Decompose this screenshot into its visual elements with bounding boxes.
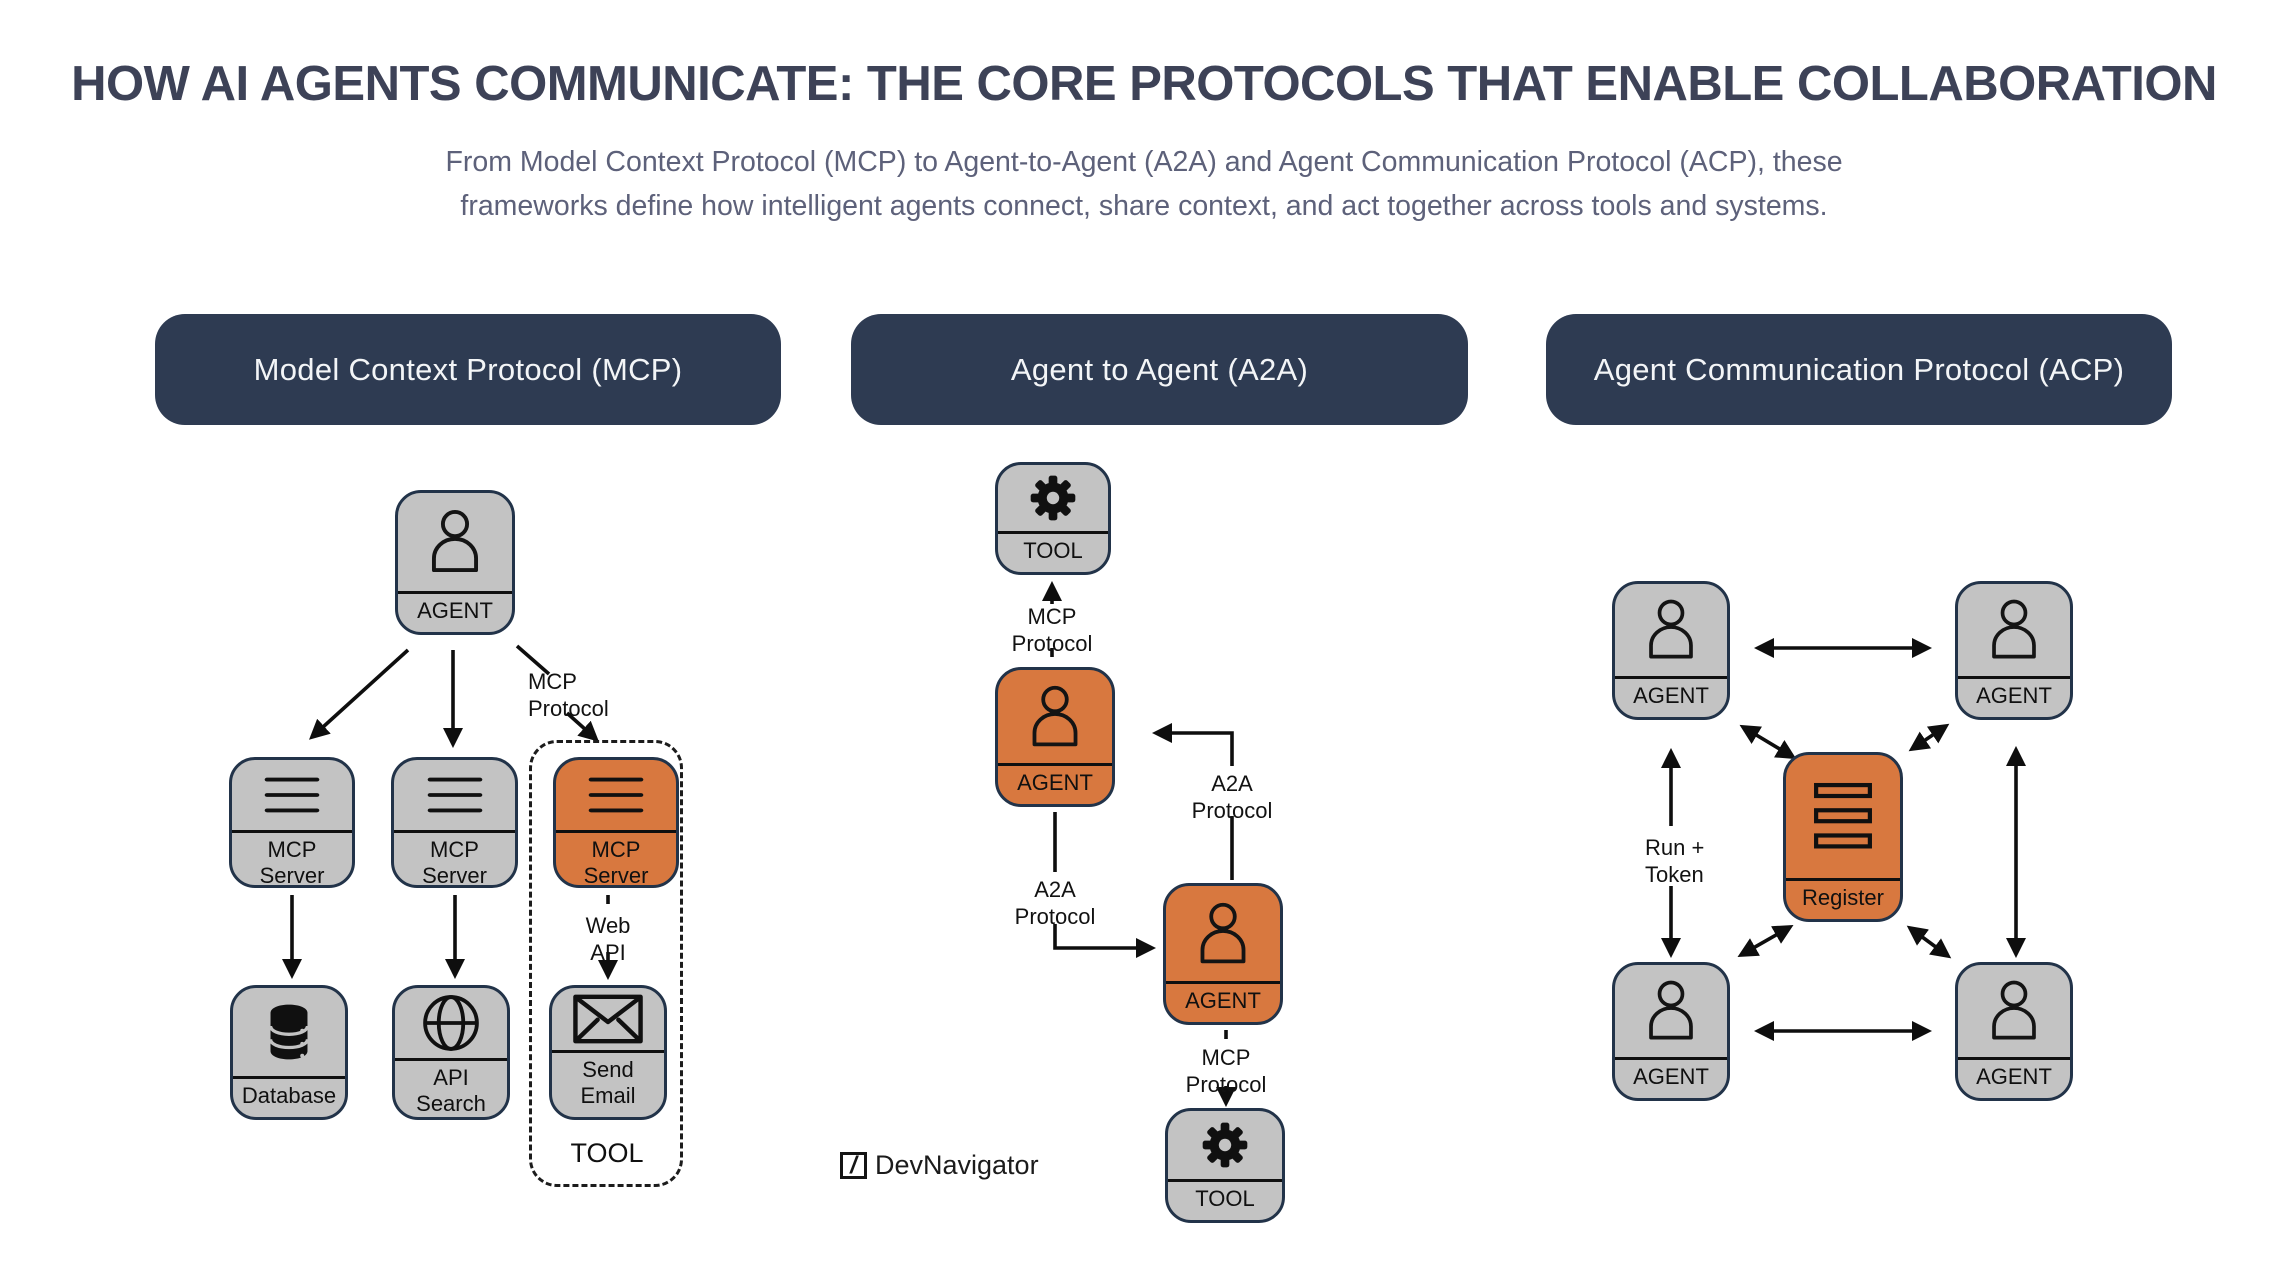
a2a-section-header: Agent to Agent (A2A) <box>851 314 1468 425</box>
person-icon <box>398 493 512 591</box>
page-subtitle: From Model Context Protocol (MCP) to Age… <box>244 140 2044 228</box>
acp-agent-top-right-node: AGENT <box>1955 581 2073 720</box>
a2a-tool-top-label: TOOL <box>998 531 1108 572</box>
server-lines-icon <box>394 760 515 830</box>
mcp-server-2-node: MCP Server <box>391 757 518 888</box>
web-api-edge-label: Web API <box>585 913 631 965</box>
acp-register-label: Register <box>1786 878 1900 919</box>
a2a-tool-top-node: TOOL <box>995 462 1111 575</box>
mcp-section-header: Model Context Protocol (MCP) <box>155 314 781 425</box>
a2a-agent-bottom-label: AGENT <box>1166 981 1280 1022</box>
a2a-mcp-protocol-bottom-label: MCP Protocol <box>1185 1045 1267 1097</box>
mcp-agent-node: AGENT <box>395 490 515 635</box>
subtitle-line-2: frameworks define how intelligent agents… <box>460 190 1828 222</box>
subtitle-line-1: From Model Context Protocol (MCP) to Age… <box>445 146 1843 178</box>
database-icon <box>233 988 345 1076</box>
mcp-server-3-label: MCP Server <box>556 830 676 885</box>
send-email-node: Send Email <box>549 985 667 1120</box>
a2a-protocol-right-label: A2A Protocol <box>1191 771 1273 823</box>
acp-section-header: Agent Communication Protocol (ACP) <box>1546 314 2172 425</box>
person-icon <box>1615 584 1727 676</box>
server-lines-icon <box>556 760 676 830</box>
person-icon <box>1166 886 1280 981</box>
api-search-node: API Search <box>392 985 510 1120</box>
person-icon <box>1615 965 1727 1057</box>
acp-agent-bottom-right-node: AGENT <box>1955 962 2073 1101</box>
mcp-server-1-label: MCP Server <box>232 830 352 885</box>
a2a-tool-bottom-node: TOOL <box>1165 1108 1285 1223</box>
globe-icon <box>395 988 507 1058</box>
acp-agent-top-left-node: AGENT <box>1612 581 1730 720</box>
mcp-server-1-node: MCP Server <box>229 757 355 888</box>
brand-logo: / DevNavigator <box>840 1150 1039 1181</box>
acp-agent-br-label: AGENT <box>1958 1057 2070 1098</box>
mcp-protocol-edge-label: MCP Protocol <box>528 669 609 721</box>
a2a-protocol-left-label: A2A Protocol <box>1014 877 1096 929</box>
a2a-agent-top-label: AGENT <box>998 763 1112 804</box>
acp-agent-bl-label: AGENT <box>1615 1057 1727 1098</box>
person-icon <box>998 670 1112 763</box>
acp-agent-bottom-left-node: AGENT <box>1612 962 1730 1101</box>
a2a-agent-bottom-node: AGENT <box>1163 883 1283 1025</box>
run-token-edge-label: Run + Token <box>1645 835 1705 887</box>
a2a-tool-bottom-label: TOOL <box>1168 1179 1282 1220</box>
send-email-label: Send Email <box>552 1050 664 1117</box>
mcp-server-2-label: MCP Server <box>394 830 515 885</box>
mcp-server-3-node: MCP Server <box>553 757 679 888</box>
mcp-tool-group-outline <box>529 740 683 1187</box>
api-search-label: API Search <box>395 1058 507 1117</box>
a2a-agent-top-node: AGENT <box>995 667 1115 807</box>
mcp-tool-group-label: TOOL <box>570 1138 644 1168</box>
server-lines-icon <box>232 760 352 830</box>
database-label: Database <box>233 1076 345 1117</box>
gear-icon <box>998 465 1108 531</box>
gear-icon <box>1168 1111 1282 1179</box>
brand-name: DevNavigator <box>875 1150 1039 1180</box>
mcp-agent-label: AGENT <box>398 591 512 632</box>
acp-register-node: Register <box>1783 752 1903 922</box>
person-icon <box>1958 965 2070 1057</box>
database-node: Database <box>230 985 348 1120</box>
acp-agent-tr-label: AGENT <box>1958 676 2070 717</box>
acp-agent-tl-label: AGENT <box>1615 676 1727 717</box>
register-lines-icon <box>1786 755 1900 878</box>
page-title: HOW AI AGENTS COMMUNICATE: THE CORE PROT… <box>71 57 2217 111</box>
person-icon <box>1958 584 2070 676</box>
envelope-icon <box>552 988 664 1050</box>
a2a-mcp-protocol-top-label: MCP Protocol <box>1011 604 1093 656</box>
brand-glyph-icon: / <box>840 1152 867 1179</box>
